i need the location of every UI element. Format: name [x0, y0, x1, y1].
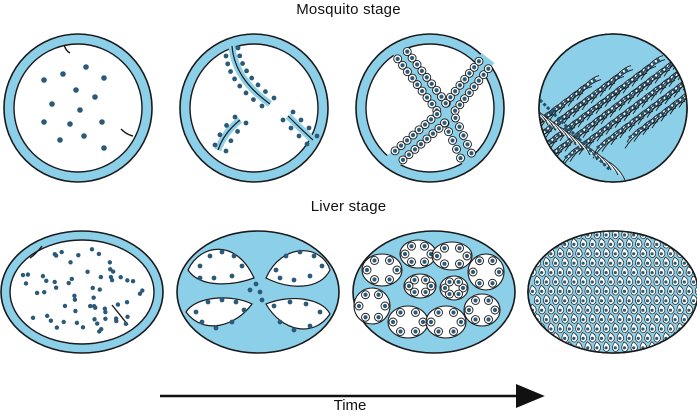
nuclei-along-ridges	[212, 45, 320, 154]
nuclei-scattered	[20, 247, 145, 334]
mosquito-stage-cell-1	[3, 33, 153, 183]
nuclei-in-lobes	[193, 249, 325, 333]
mosquito-stage-cell-2	[179, 33, 329, 183]
nuclei-scattered	[41, 64, 107, 151]
mosquito-stage-cell-3	[355, 33, 505, 183]
liver-stage-cell-1	[0, 230, 164, 354]
mature-sporozoites	[539, 34, 687, 182]
liver-stage-cell-3	[352, 230, 516, 354]
mosquito-stage-label: Mosquito stage	[296, 1, 401, 18]
budding-sporozoites	[390, 47, 493, 165]
liver-stage-cell-4	[527, 230, 697, 354]
liver-stage-label: Liver stage	[310, 198, 387, 215]
mosquito-stage-cell-4	[538, 33, 688, 183]
cytomere-compartments	[353, 239, 505, 339]
time-axis-label: Time	[333, 397, 367, 414]
liver-stage-cell-2	[176, 230, 340, 354]
